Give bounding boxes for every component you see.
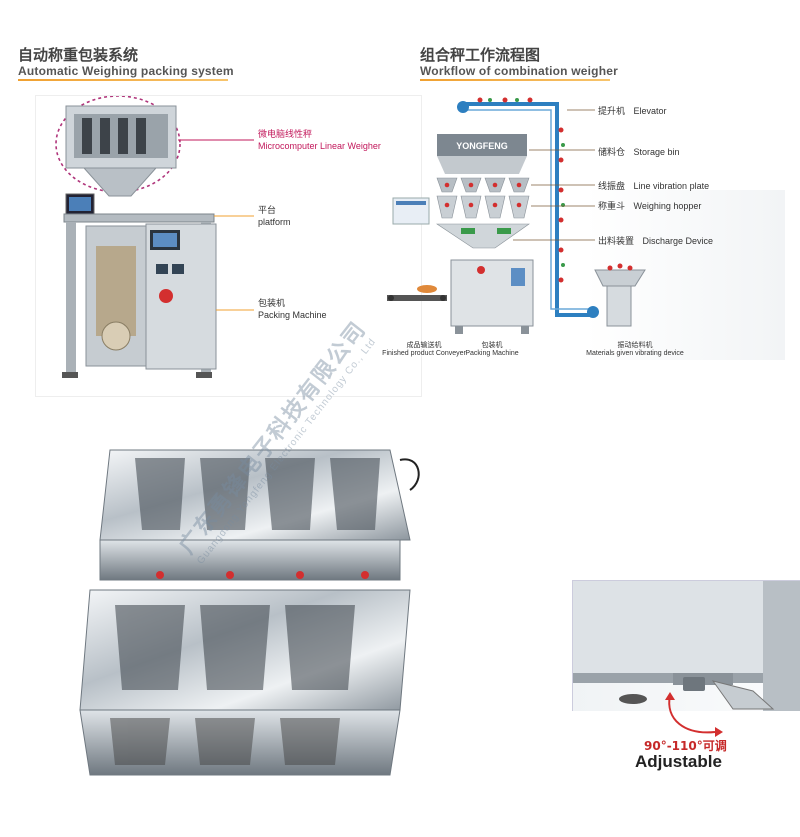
callout-storage-bin-en: Storage bin (633, 147, 680, 157)
callout-linear-weigher-cn: 微电脑线性秤 (258, 129, 313, 139)
callout-linear-weigher: 微电脑线性秤 Microcomputer Linear Weigher (258, 128, 381, 152)
right-title-en: Workflow of combination weigher (420, 64, 618, 78)
label-packing: 包装机 Packing Machine (462, 340, 522, 357)
callout-line-vibration: 线振盘 Line vibration plate (598, 180, 709, 192)
left-title-cn: 自动称重包装系统 (18, 46, 139, 64)
callout-platform: 平台 platform (258, 204, 291, 228)
label-conveyor: 成品输送机 Finished product Conveyer (380, 340, 468, 357)
right-title-cn: 组合秤工作流程图 (420, 46, 541, 64)
packing-machine-illustration (55, 95, 254, 378)
callout-elevator-en: Elevator (633, 106, 667, 116)
hopper-photo (60, 430, 440, 830)
callout-storage-bin: 储料仓 Storage bin (598, 146, 680, 158)
callout-weighing-hopper: 称重斗 Weighing hopper (598, 200, 701, 212)
label-vibrating-feeder-cn: 振动给料机 (617, 342, 653, 349)
adjustable-label: Adjustable (635, 752, 722, 771)
label-conveyor-cn: 成品输送机 (406, 342, 442, 349)
label-conveyor-en: Finished product Conveyer (382, 350, 466, 357)
label-vibrating-feeder: 振动给料机 Materials given vibrating device (580, 340, 690, 357)
callout-discharge: 出料装置 Discharge Device (598, 235, 713, 247)
label-packing-cn: 包装机 (481, 342, 503, 349)
callout-weighing-hopper-en: Weighing hopper (633, 201, 702, 211)
label-vibrating-feeder-en: Materials given vibrating device (586, 350, 684, 357)
callout-weighing-hopper-cn: 称重斗 (598, 201, 626, 211)
left-title-en: Automatic Weighing packing system (18, 64, 234, 78)
callout-linear-weigher-en: Microcomputer Linear Weigher (258, 141, 381, 151)
callout-line-vibration-cn: 线振盘 (598, 181, 626, 191)
left-machine-panel (35, 95, 422, 397)
label-packing-en: Packing Machine (465, 350, 519, 357)
callout-storage-bin-cn: 储料仓 (598, 147, 626, 157)
adjustable-detail-photo (572, 580, 800, 711)
right-title-underline (420, 79, 610, 81)
callout-packing-machine: 包装机 Packing Machine (258, 297, 327, 321)
callout-line-vibration-en: Line vibration plate (633, 181, 710, 191)
hopper-assembly-image (79, 449, 420, 776)
callout-platform-en: platform (258, 217, 291, 227)
callout-elevator-cn: 提升机 (598, 106, 626, 116)
workflow-illustration: YONGFENG (387, 97, 785, 360)
angle-range-label: 90°-110°可调 (644, 739, 727, 753)
callout-elevator: 提升机 Elevator (598, 105, 667, 117)
workflow-diagram: YONGFENG (385, 90, 785, 370)
callout-packing-machine-cn: 包装机 (258, 298, 286, 308)
callout-platform-cn: 平台 (258, 205, 277, 215)
callout-packing-machine-en: Packing Machine (258, 310, 327, 320)
left-title-underline (18, 79, 228, 81)
callout-discharge-en: Discharge Device (642, 236, 714, 246)
angle-arrow-icon (665, 692, 723, 737)
brand-text: YONGFENG (456, 141, 508, 151)
callout-discharge-cn: 出料装置 (598, 236, 635, 246)
discharge-angle-image (573, 581, 800, 711)
